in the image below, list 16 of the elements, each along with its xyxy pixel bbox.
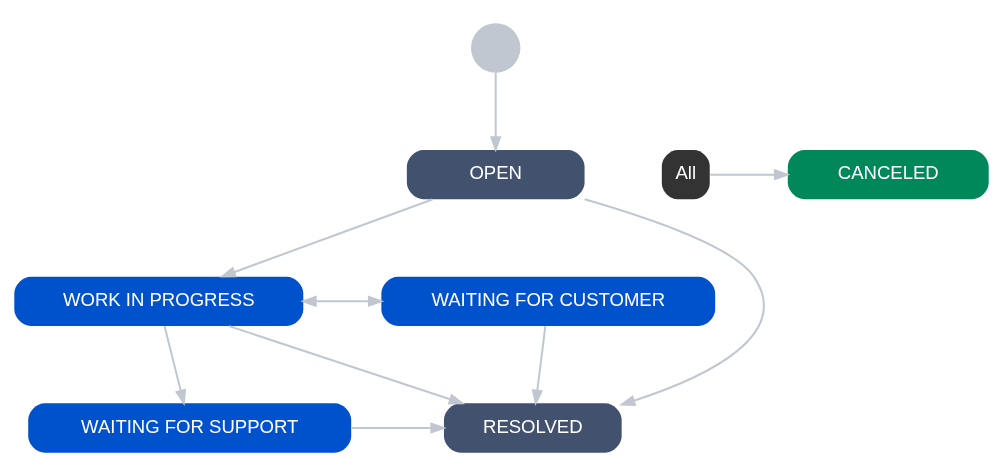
node-box: CANCELED [787,149,989,200]
node-box: RESOLVED [443,403,622,453]
arrow [531,326,547,406]
node-box: WORK IN PROGRESS [14,276,304,327]
arrow [709,168,791,181]
arrow [351,422,447,434]
arrow [584,198,765,406]
node-box: WAITING FOR CUSTOMER [381,276,716,327]
node-box: OPEN [406,149,585,200]
arrow [228,325,466,405]
arrow [219,198,433,278]
arrow [300,295,385,308]
node-box: WAITING FOR SUPPORT [28,403,352,453]
node-circle [471,23,521,73]
arrow [163,325,187,406]
arrow [489,72,502,153]
